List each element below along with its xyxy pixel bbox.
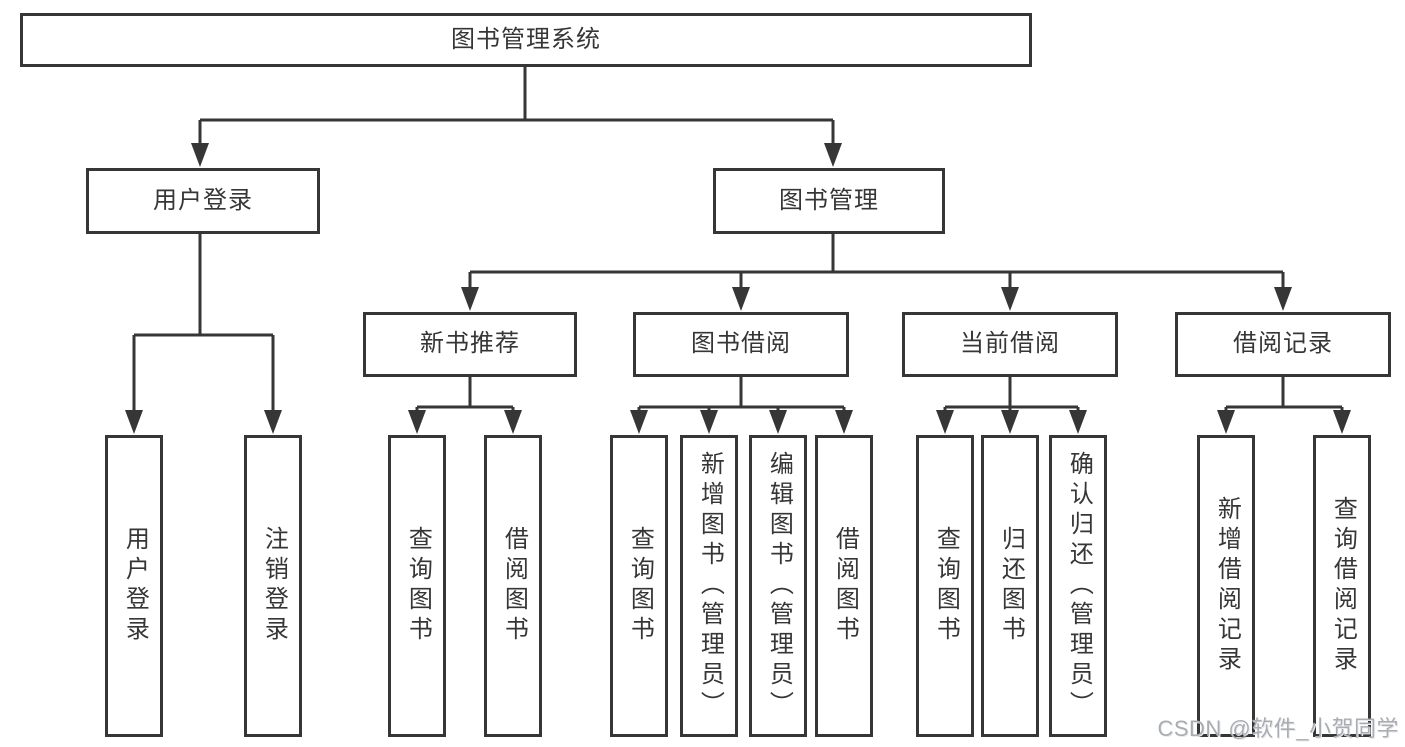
node-leaf-query-books-borrow: 查询图书 [610,435,668,737]
node-user-login: 用户登录 [86,168,320,234]
node-leaf-query-books-recommend: 查询图书 [388,435,446,737]
node-book-borrowing: 图书借阅 [633,312,849,377]
node-book-management: 图书管理 [713,168,945,234]
node-leaf-borrow-books-recommend: 借阅图书 [484,435,542,737]
node-leaf-confirm-return-admin: 确认归还（管理员） [1049,435,1107,737]
node-leaf-query-books-current: 查询图书 [916,435,974,737]
node-leaf-add-books-admin: 新增图书（管理员） [680,435,738,737]
node-leaf-logout: 注销登录 [244,435,302,737]
csdn-watermark: CSDN @软件_小贺同学 [1157,716,1399,741]
connectors-group [132,67,1344,412]
node-leaf-add-borrow-record: 新增借阅记录 [1197,435,1255,737]
node-library-system: 图书管理系统 [20,13,1032,67]
node-leaf-edit-books-admin: 编辑图书（管理员） [749,435,807,737]
node-current-borrowing: 当前借阅 [902,312,1118,377]
node-leaf-borrow-books: 借阅图书 [815,435,873,737]
node-borrowing-records: 借阅记录 [1175,312,1391,377]
node-leaf-query-borrow-record: 查询借阅记录 [1313,435,1371,737]
node-leaf-user-login: 用户登录 [105,435,163,737]
arrowheads-group [125,143,1351,434]
node-leaf-return-books: 归还图书 [981,435,1039,737]
node-new-book-recommendation: 新书推荐 [363,312,577,377]
